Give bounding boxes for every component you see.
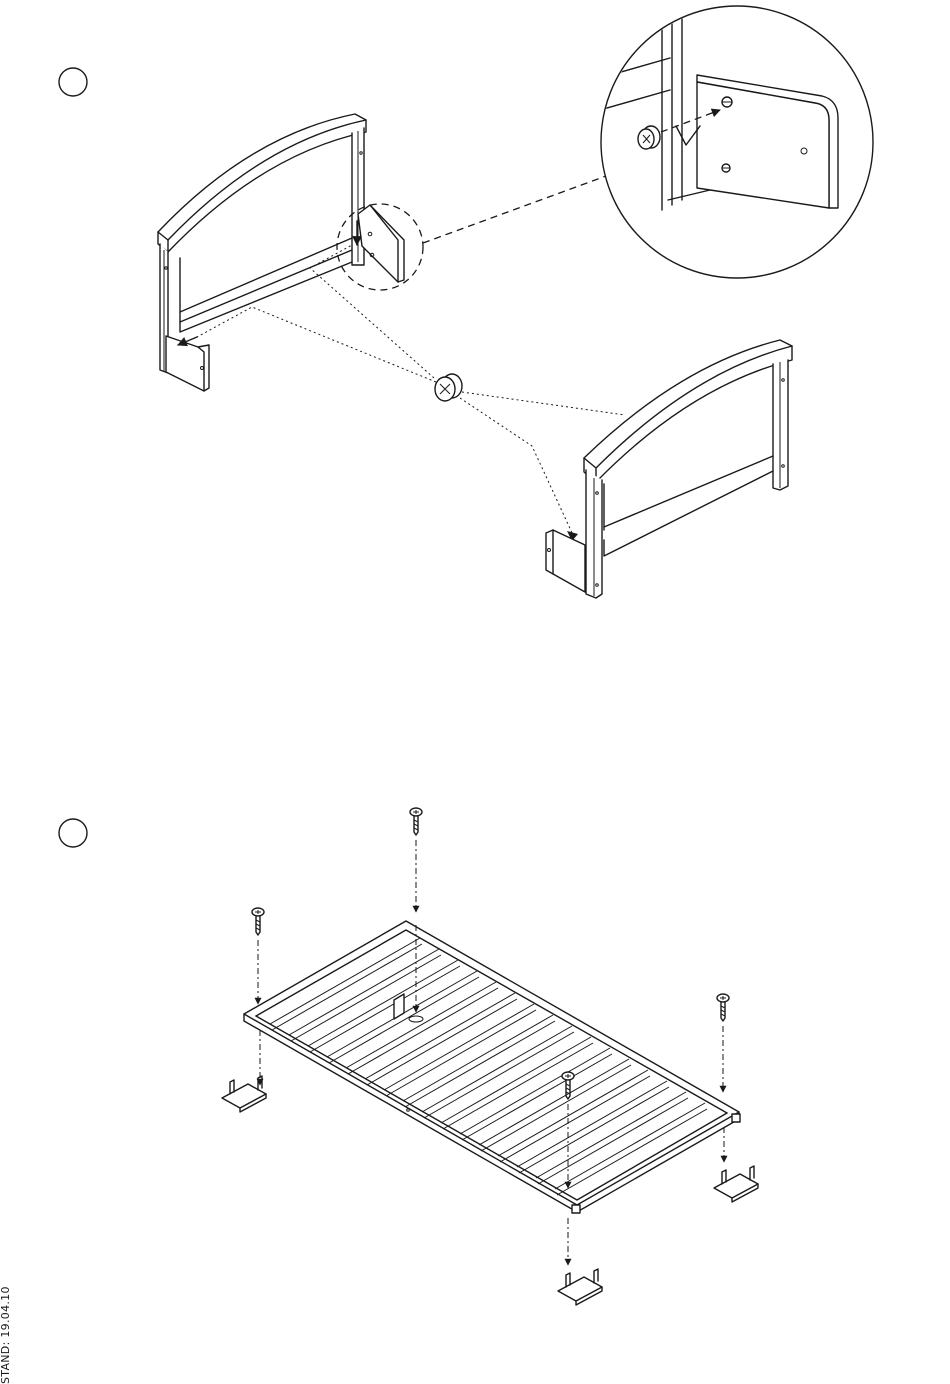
screw-icon [717,994,729,1021]
cam-bolt-icon [435,374,462,401]
step-1-number-circle [59,68,87,96]
slatted-bed-base [244,921,740,1213]
step-1 [59,6,873,598]
bracket-icon [222,1076,266,1112]
revision-stamp: STAND: 19.04.10 [0,1264,17,1384]
right-end-panel [546,340,792,598]
detail-magnified-view [600,6,873,278]
step-2 [59,808,758,1305]
screw-icon [252,908,264,935]
left-end-panel [158,114,404,391]
screw-icon [410,808,422,835]
bracket-icon [558,1269,602,1305]
bracket-icon [714,1166,758,1202]
step-2-number-circle [59,819,87,847]
